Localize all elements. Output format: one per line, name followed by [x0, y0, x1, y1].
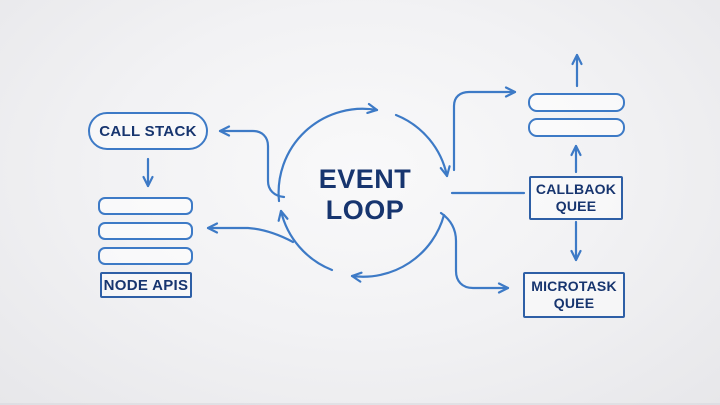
- event-loop-title: EVENT LOOP: [290, 164, 440, 226]
- callback-queue-node: CALLBAOK QUEE: [529, 176, 623, 220]
- node-apis-label: NODE APIS: [103, 276, 189, 294]
- arrow-loop-to-queue-slots-icon: [452, 86, 517, 172]
- callback-queue-label-line2: QUEE: [555, 198, 597, 214]
- queue-slot-1: [528, 93, 625, 112]
- microtask-queue-node: MICROTASK QUEE: [523, 272, 625, 318]
- call-stack-label: CALL STACK: [99, 122, 197, 140]
- callback-queue-label-line1: CALLBAOK: [535, 180, 617, 197]
- arrow-loop-to-call-stack-icon: [218, 125, 286, 199]
- arrow-loop-to-microtask-icon: [439, 211, 510, 294]
- stack-slot-1: [98, 197, 193, 215]
- microtask-queue-label-line1: MICROTASK: [531, 277, 617, 294]
- event-loop-title-line2: LOOP: [325, 195, 405, 226]
- node-apis-node: NODE APIS: [100, 272, 192, 298]
- queue-slot-2: [528, 118, 625, 137]
- call-stack-node: CALL STACK: [88, 112, 208, 150]
- stack-slot-3: [98, 247, 193, 265]
- arrow-loop-to-node-apis-icon: [206, 222, 295, 244]
- event-loop-title-line1: EVENT: [318, 164, 412, 194]
- microtask-queue-label-line2: QUEE: [553, 295, 595, 311]
- stack-slot-2: [98, 222, 193, 240]
